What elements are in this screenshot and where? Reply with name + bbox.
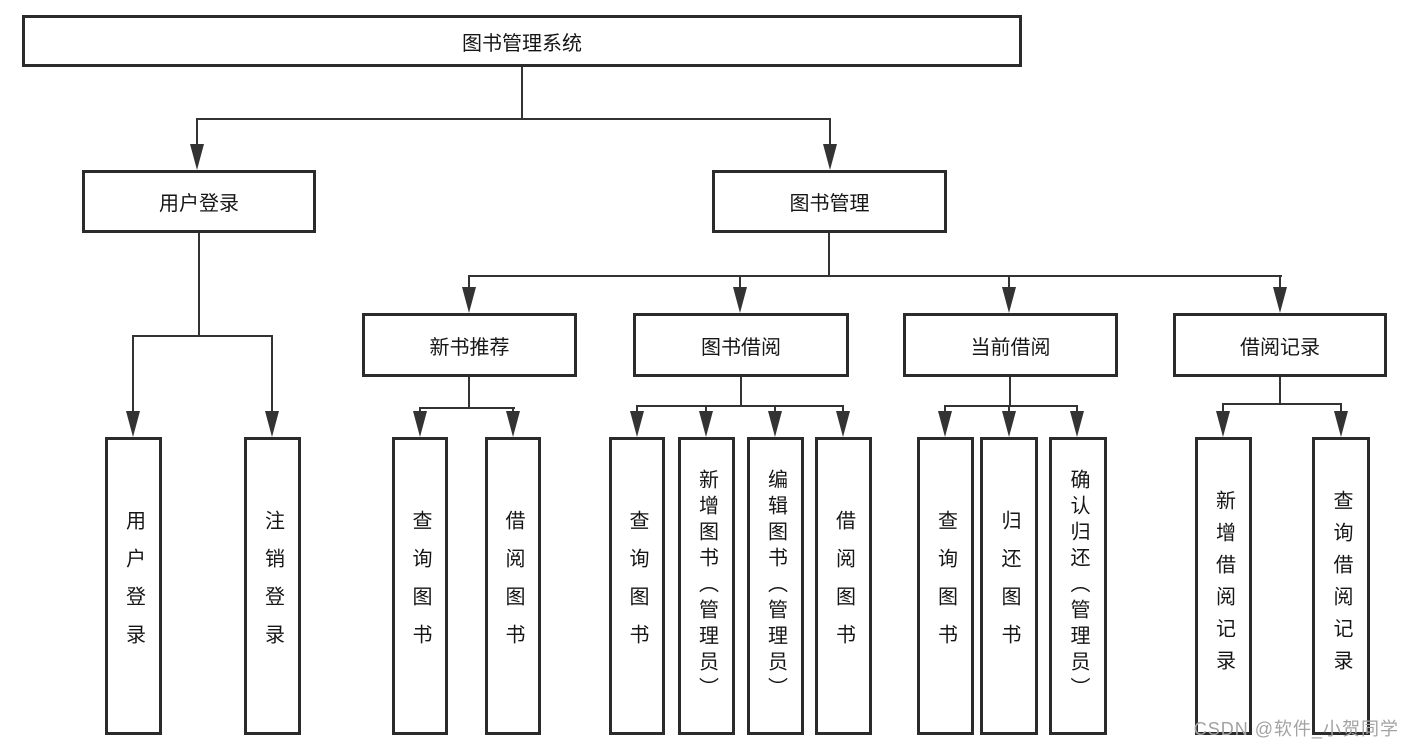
connector-line <box>636 405 638 415</box>
leaf-add-borrow-record: 新增借阅记录 <box>1195 437 1252 735</box>
arrowhead-icon <box>1334 411 1348 437</box>
leaf-edit-books-admin: 编辑图书（管理员） <box>747 437 804 735</box>
leaf-borrow-books-recommend: 借阅图书 <box>485 437 541 735</box>
arrowhead-icon <box>938 411 952 437</box>
arrowhead-icon <box>1002 287 1016 313</box>
node-user-login: 用户登录 <box>82 170 316 233</box>
connector-line <box>271 335 273 415</box>
leaf-borrow-books: 借阅图书 <box>815 437 872 735</box>
connector-line <box>196 118 831 120</box>
leaf-query-books-borrow: 查询图书 <box>609 437 665 735</box>
arrowhead-icon <box>768 411 782 437</box>
arrowhead-icon <box>265 411 279 437</box>
connector-line <box>419 407 515 409</box>
connector-line <box>1008 275 1010 291</box>
leaf-label: 查询图书 <box>409 510 431 662</box>
node-book-borrow: 图书借阅 <box>633 313 849 377</box>
leaf-label: 查询图书 <box>934 510 957 662</box>
connector-line <box>829 118 831 150</box>
arrowhead-icon <box>506 411 520 437</box>
leaf-query-borrow-record: 查询借阅记录 <box>1312 437 1370 735</box>
leaf-label: 新增借阅记录 <box>1212 490 1235 682</box>
node-current-borrow: 当前借阅 <box>903 313 1118 377</box>
connector-line <box>132 335 273 337</box>
connector-line <box>132 335 134 415</box>
arrowhead-icon <box>1070 411 1084 437</box>
leaf-label: 注销登录 <box>261 510 284 662</box>
arrowhead-icon <box>1002 411 1016 437</box>
leaf-label: 借阅图书 <box>832 510 855 662</box>
leaf-return-books: 归还图书 <box>980 437 1038 735</box>
arrowhead-icon <box>126 411 140 437</box>
leaf-query-books-current: 查询图书 <box>917 437 974 735</box>
node-label: 用户登录 <box>159 193 239 215</box>
arrowhead-icon <box>190 144 204 170</box>
node-borrow-records: 借阅记录 <box>1173 313 1387 377</box>
node-label: 借阅记录 <box>1240 336 1320 359</box>
connector-line <box>1222 403 1224 415</box>
connector-line <box>1222 403 1341 405</box>
connector-line <box>740 377 742 406</box>
leaf-label: 查询借阅记录 <box>1330 490 1352 682</box>
leaf-label: 编辑图书（管理员） <box>764 469 787 703</box>
leaf-query-books-recommend: 查询图书 <box>392 437 448 735</box>
node-label: 新书推荐 <box>429 336 510 359</box>
arrowhead-icon <box>462 287 476 313</box>
arrowhead-icon <box>1216 411 1230 437</box>
leaf-label: 归还图书 <box>998 510 1020 662</box>
csdn-watermark: CSDN @软件_小贺同学 <box>1193 719 1399 739</box>
node-label: 当前借阅 <box>970 336 1051 359</box>
connector-line <box>944 405 946 415</box>
leaf-add-books-admin: 新增图书（管理员） <box>678 437 735 735</box>
connector-line <box>468 377 470 408</box>
connector-line <box>1279 275 1281 291</box>
connector-line <box>739 275 741 291</box>
connector-line <box>468 275 1282 277</box>
arrowhead-icon <box>823 144 837 170</box>
connector-line <box>521 67 523 119</box>
connector-line <box>828 233 830 276</box>
connector-line <box>1076 405 1078 415</box>
arrowhead-icon <box>413 411 427 437</box>
node-label: 图书管理 <box>789 193 870 215</box>
connector-line <box>1008 405 1010 415</box>
connector-line <box>705 405 707 415</box>
connector-line <box>774 405 776 415</box>
connector-line <box>842 405 844 415</box>
arrowhead-icon <box>630 411 644 437</box>
arrowhead-icon <box>1273 287 1287 313</box>
leaf-label: 用户登录 <box>122 510 145 662</box>
leaf-label: 新增图书（管理员） <box>695 469 718 703</box>
connector-line <box>1009 377 1011 406</box>
node-root: 图书管理系统 <box>22 15 1022 67</box>
node-book-management: 图书管理 <box>712 170 947 233</box>
leaf-user-login: 用户登录 <box>105 437 162 735</box>
connector-line <box>1340 403 1342 415</box>
arrowhead-icon <box>836 411 850 437</box>
node-root-label: 图书管理系统 <box>462 32 582 55</box>
connector-line <box>1279 377 1281 404</box>
connector-line <box>468 275 470 291</box>
leaf-confirm-return-admin: 确认归还（管理员） <box>1049 437 1107 735</box>
connector-line <box>198 233 200 336</box>
connector-line <box>944 405 1078 407</box>
leaf-label: 借阅图书 <box>502 510 524 662</box>
leaf-logout: 注销登录 <box>244 437 301 735</box>
node-label: 图书借阅 <box>701 336 781 359</box>
arrowhead-icon <box>733 287 747 313</box>
leaf-label: 查询图书 <box>626 510 648 662</box>
arrowhead-icon <box>699 411 713 437</box>
node-new-book-recommend: 新书推荐 <box>362 313 577 377</box>
connector-line <box>636 405 844 407</box>
connector-line <box>196 118 198 150</box>
leaf-label: 确认归还（管理员） <box>1067 469 1089 703</box>
